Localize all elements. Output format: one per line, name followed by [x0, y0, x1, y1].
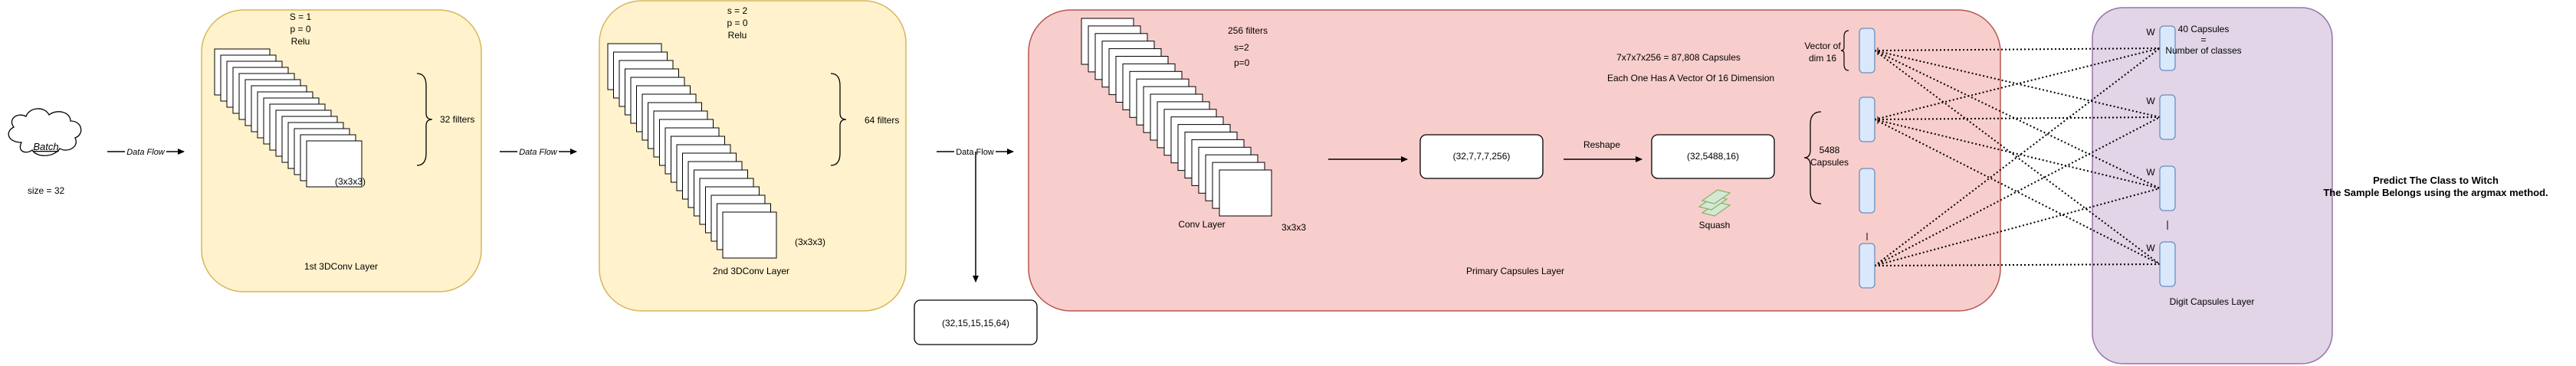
squash-label: Squash	[1699, 220, 1731, 230]
conv2-title: 2nd 3DConv Layer	[713, 266, 789, 276]
digit-capsules-panel	[2092, 7, 2333, 364]
capsules-count-label-2: Capsules	[1810, 157, 1849, 168]
batch-cloud-icon	[8, 108, 82, 156]
capsule-connections	[1874, 47, 2161, 266]
conv1-filters-label: 32 filters	[440, 114, 474, 125]
conv2-param-activation: Relu	[728, 30, 747, 41]
conv2-kernel-label: (3x3x3)	[795, 237, 825, 247]
conv1-param-padding: p = 0	[290, 24, 310, 34]
primary-capsule	[1859, 243, 1875, 289]
primary-shape-label-2: (32,5488,16)	[1687, 151, 1739, 162]
conv2-output-label: (32,15,15,15,64)	[942, 318, 1009, 328]
capsule-connection-line	[1874, 47, 2161, 266]
conv2-filter-sheet	[722, 211, 777, 259]
primary-filter-sheet	[1219, 169, 1272, 217]
flow-label-1: Data Flow	[126, 148, 166, 157]
capsule-connection-line	[1874, 47, 2161, 120]
primary-capsule	[1859, 28, 1875, 74]
primary-capsule-column	[1859, 28, 1879, 289]
conv1-filter-sheet	[306, 140, 363, 188]
primary-conv-filter-stack	[1081, 18, 1272, 217]
digit-capsule	[2159, 94, 2176, 140]
primary-shape-box-1	[1419, 134, 1544, 179]
digit-capsule	[2159, 241, 2176, 287]
capsules-count-brace	[1803, 111, 1822, 204]
digit-capsule-column: W W W W	[2146, 25, 2176, 287]
primary-capsule	[1859, 168, 1875, 214]
digit-title: Digit Capsules Layer	[2170, 296, 2255, 307]
conv2-filter-stack	[607, 43, 777, 259]
conv1-kernel-label: (3x3x3)	[335, 176, 366, 187]
batch-size-label: size = 32	[28, 185, 65, 196]
prediction-line-1: Predict The Class to Witch	[2373, 175, 2499, 186]
primary-conv-title: Conv Layer	[1178, 219, 1225, 230]
conv2-filters-label: 64 filters	[865, 115, 899, 126]
digit-capsule	[2159, 25, 2176, 71]
digit-header-2: =	[2200, 34, 2206, 45]
prediction-line-2: The Sample Belongs using the argmax meth…	[2323, 187, 2548, 198]
flow-label-2: Data Flow	[519, 148, 558, 157]
capsule-connection-line	[1874, 50, 2161, 189]
conv1-filter-stack	[214, 48, 363, 188]
flow-label-3: Data Flow	[956, 148, 994, 157]
squash-icon	[1698, 189, 1731, 217]
vector-dim-label-1: Vector of	[1804, 41, 1841, 51]
digit-header-3: Number of classes	[2165, 45, 2241, 56]
weight-symbol: W	[2146, 243, 2155, 253]
primary-shape-box-2	[1651, 134, 1775, 179]
capsule-connection-line	[1874, 188, 2161, 266]
capsule-connection-line	[1874, 116, 2161, 120]
digit-header-1: 40 Capsules	[2178, 24, 2230, 34]
conv1-filters-brace	[416, 73, 433, 166]
primary-capsule	[1859, 96, 1875, 142]
weight-symbol: W	[2146, 27, 2155, 38]
batch-label: Batch	[33, 141, 58, 152]
conv1-title: 1st 3DConv Layer	[304, 261, 378, 272]
weight-symbol: W	[2146, 96, 2155, 106]
vector-dim-label-2: dim 16	[1809, 53, 1836, 64]
conv2-param-padding: p = 0	[727, 18, 747, 28]
capsules-count-label-1: 5488	[1820, 145, 1840, 155]
conv1-param-stride: S = 1	[290, 11, 312, 22]
reshape-label: Reshape	[1583, 139, 1620, 150]
weight-symbol: W	[2146, 167, 2155, 178]
primary-param-padding: p=0	[1234, 57, 1250, 68]
capsule-vector-label: Each One Has A Vector Of 16 Dimension	[1607, 73, 1774, 83]
primary-param-filters: 256 filters	[1228, 25, 1268, 36]
conv2-output-box	[914, 299, 1038, 345]
vector-dim-brace	[1840, 30, 1849, 71]
conv1-param-activation: Relu	[291, 36, 310, 47]
primary-title: Primary Capsules Layer	[1466, 266, 1564, 276]
flow-label-bg-2	[517, 146, 559, 157]
capsule-connection-line	[1874, 119, 2161, 189]
capsule-connection-line	[1874, 47, 2161, 51]
conv2-param-stride: s = 2	[727, 5, 748, 16]
conv2-filters-brace	[830, 73, 847, 166]
capsule-connection-line	[1874, 263, 2161, 266]
primary-kernel-label: 3x3x3	[1281, 222, 1306, 233]
flow-label-bg-3	[954, 146, 996, 157]
primary-shape-label-1: (32,7,7,7,256)	[1453, 151, 1511, 162]
digit-capsule	[2159, 165, 2176, 211]
capsule-count-label: 7x7x7x256 = 87,808 Capsules	[1616, 52, 1741, 63]
flow-label-bg-1	[125, 146, 166, 157]
primary-param-stride: s=2	[1234, 42, 1249, 53]
